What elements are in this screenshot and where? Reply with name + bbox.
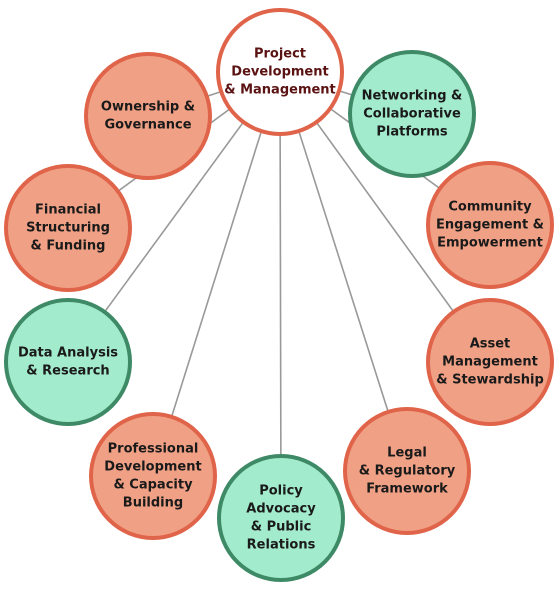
node-asset-management-stewardship-circle [426,298,554,426]
node-networking-collaborative-platforms-circle [348,50,476,178]
node-policy-advocacy-public-relations-circle [217,454,345,582]
center-node-label-line: & Management [224,83,336,98]
node-financial-structuring-funding-circle [4,164,132,292]
node-data-analysis-research-label-line: Data Analysis [18,346,118,361]
node-networking-collaborative-platforms-label-line: Platforms [376,125,448,140]
node-financial-structuring-funding-label-line: Structuring [26,221,110,236]
node-professional-development-capacity-building-label-line: Professional [108,442,199,457]
connector-professional-development-capacity-building [152,71,281,477]
node-financial-structuring-funding-label-line: Financial [35,203,101,218]
node-policy-advocacy-public-relations-label-line: & Public [251,520,312,535]
node-networking-collaborative-platforms-label-line: Networking & [362,89,463,104]
node-ownership-governance-label-line: Ownership & [101,100,195,115]
node-community-engagement-empowerment-label-line: Empowerment [437,236,543,251]
node-legal-regulatory-framework-label-line: Framework [366,482,448,497]
node-professional-development-capacity-building-label-line: Development [104,460,201,475]
node-data-analysis-research-circle [4,298,132,426]
center-node-label-line: Project [254,47,306,62]
node-professional-development-capacity-building-circle [89,412,217,540]
node-ownership-governance: Ownership & Governance [84,52,212,180]
node-asset-management-stewardship-label-line: Management [442,355,538,370]
node-ownership-governance-circle [84,52,212,180]
node-legal-regulatory-framework-label-line: & Regulatory [359,464,456,479]
node-legal-regulatory-framework-label-line: Legal [387,446,427,461]
node-data-analysis-research-label-line: & Research [26,364,109,379]
node-asset-management-stewardship-label-line: & Stewardship [436,373,544,388]
node-data-analysis-research: Data Analysis & Research [4,298,132,426]
node-professional-development-capacity-building-label-line: & Capacity [113,478,193,493]
node-legal-regulatory-framework-circle [343,407,471,535]
satellite-nodes: Ownership & Governance Networking & Collabo… [4,50,554,582]
node-financial-structuring-funding-label-line: & Funding [31,239,106,254]
connector-legal-regulatory-framework [279,71,408,472]
center-node-label-line: Development [231,65,328,80]
node-policy-advocacy-public-relations-label-line: Relations [247,538,316,553]
node-community-engagement-empowerment-label-line: Community [448,200,532,215]
node-community-engagement-empowerment-circle [426,161,554,289]
node-policy-advocacy-public-relations-label-line: Advocacy [246,502,316,517]
connector-policy-advocacy-public-relations [279,71,282,519]
node-networking-collaborative-platforms-label-line: Collaborative [363,107,461,122]
node-professional-development-capacity-building-label-line: Building [123,496,183,511]
node-asset-management-stewardship-label-line: Asset [470,337,511,352]
node-community-engagement-empowerment-label-line: Engagement & [436,218,544,233]
center-node-circle [216,8,344,136]
node-policy-advocacy-public-relations-label-line: Policy [259,484,303,499]
node-ownership-governance-label-line: Governance [104,118,191,133]
